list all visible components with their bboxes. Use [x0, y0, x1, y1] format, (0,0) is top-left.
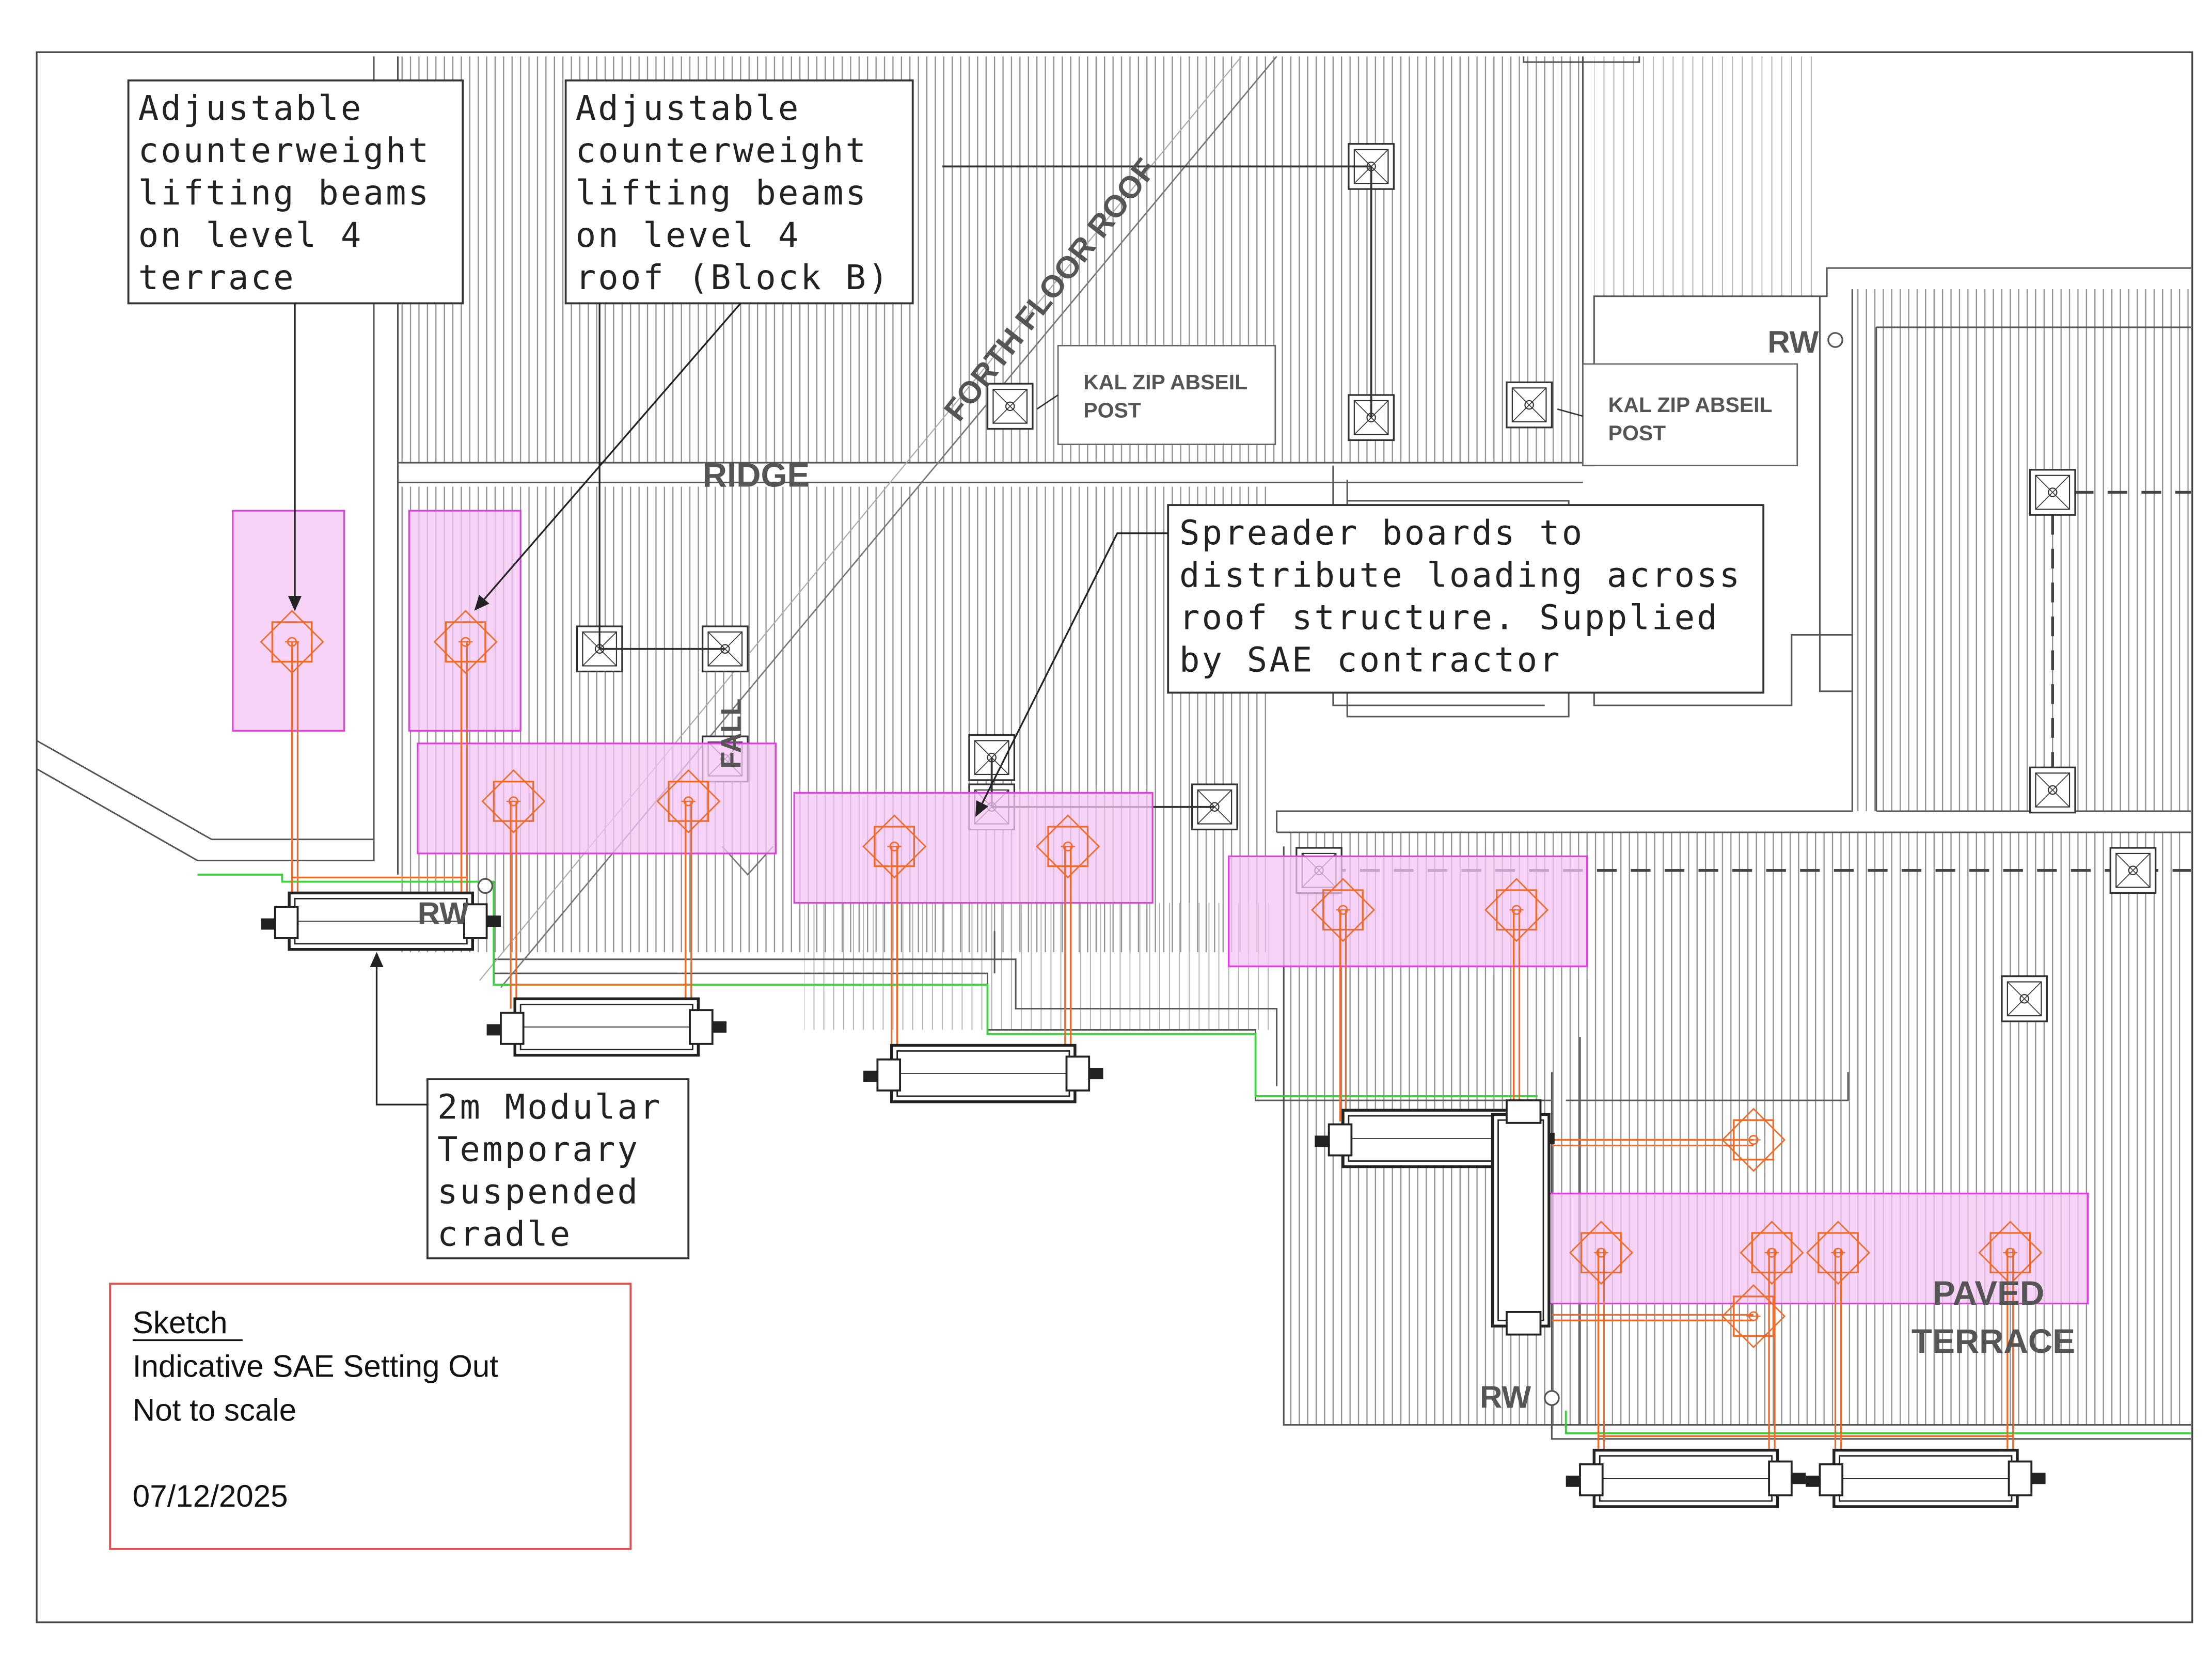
callout-roof-line1: Adjustable [576, 89, 801, 128]
callout-terrace-line2: counterweight [138, 131, 431, 170]
callout-cradle-line4: cradle [437, 1214, 572, 1254]
callout-spreader-line3: roof structure. Supplied [1179, 598, 1719, 638]
callout-terrace-line5: terrace [138, 258, 296, 297]
fall-label: FALL [715, 698, 747, 769]
suspension-ropes [291, 642, 2014, 1460]
callout-terrace-line4: on level 4 [138, 216, 364, 255]
rw-marker-bottom: RW [1480, 1380, 1560, 1415]
sketch-date: 07/12/2025 [133, 1479, 288, 1513]
callout-terrace-beams: Adjustable counterweight lifting beams o… [127, 79, 464, 611]
svg-text:RW: RW [1480, 1380, 1531, 1415]
callout-terrace-line1: Adjustable [138, 89, 364, 128]
suspended-cradles [261, 893, 2045, 1506]
callout-roof-line3: lifting beams [576, 173, 868, 213]
callout-spreader-boards: Spreader boards to distribute loading ac… [975, 504, 1765, 817]
kal-zip-2-line2: POST [1608, 421, 1666, 445]
callout-spreader-line2: distribute loading across [1179, 556, 1742, 595]
kal-zip-2-line1: KAL ZIP ABSEIL [1608, 393, 1773, 417]
paved-terrace-label-line1: PAVED [1933, 1274, 2044, 1312]
kal-zip-post-label-2: KAL ZIP ABSEIL POST [1557, 363, 1798, 466]
sheet-border [36, 51, 2193, 1623]
callout-terrace-line3: lifting beams [138, 173, 431, 213]
kal-zip-post-label-1: KAL ZIP ABSEIL POST [1036, 345, 1276, 445]
svg-text:RW: RW [418, 896, 469, 931]
sketch-line1: Indicative SAE Setting Out [133, 1349, 498, 1384]
callout-roof-beams: Adjustable counterweight lifting beams o… [474, 79, 914, 649]
edge-line [197, 874, 1538, 1097]
sketch-note: Sketch Indicative SAE Setting Out Not to… [109, 1283, 632, 1550]
svg-text:RW: RW [1767, 325, 1819, 359]
callout-roof-line2: counterweight [576, 131, 868, 170]
callout-cradle-line3: suspended [437, 1173, 640, 1212]
kal-zip-1-line1: KAL ZIP ABSEIL [1083, 370, 1247, 394]
sketch-title: Sketch [133, 1305, 228, 1340]
paved-terrace-label-line2: TERRACE [1911, 1322, 2075, 1360]
spreader-board-zones [232, 510, 2089, 1305]
sketch-line2: Not to scale [133, 1393, 296, 1427]
callout-cradle-line2: Temporary [437, 1130, 640, 1170]
callout-spreader-line1: Spreader boards to [1179, 514, 1584, 553]
callout-roof-line4: on level 4 [576, 216, 801, 255]
callout-spreader-line4: by SAE contractor [1179, 640, 1562, 680]
callout-roof-line5: roof (Block B) [576, 258, 891, 297]
rw-marker-top: RW [1767, 325, 1843, 359]
ridge-label: RIDGE [703, 456, 810, 494]
rw-marker-mid: RW [418, 878, 494, 931]
callout-cradle-line1: 2m Modular [437, 1088, 662, 1127]
callout-cradle: 2m Modular Temporary suspended cradle [370, 952, 690, 1259]
kal-zip-1-line2: POST [1083, 399, 1141, 422]
